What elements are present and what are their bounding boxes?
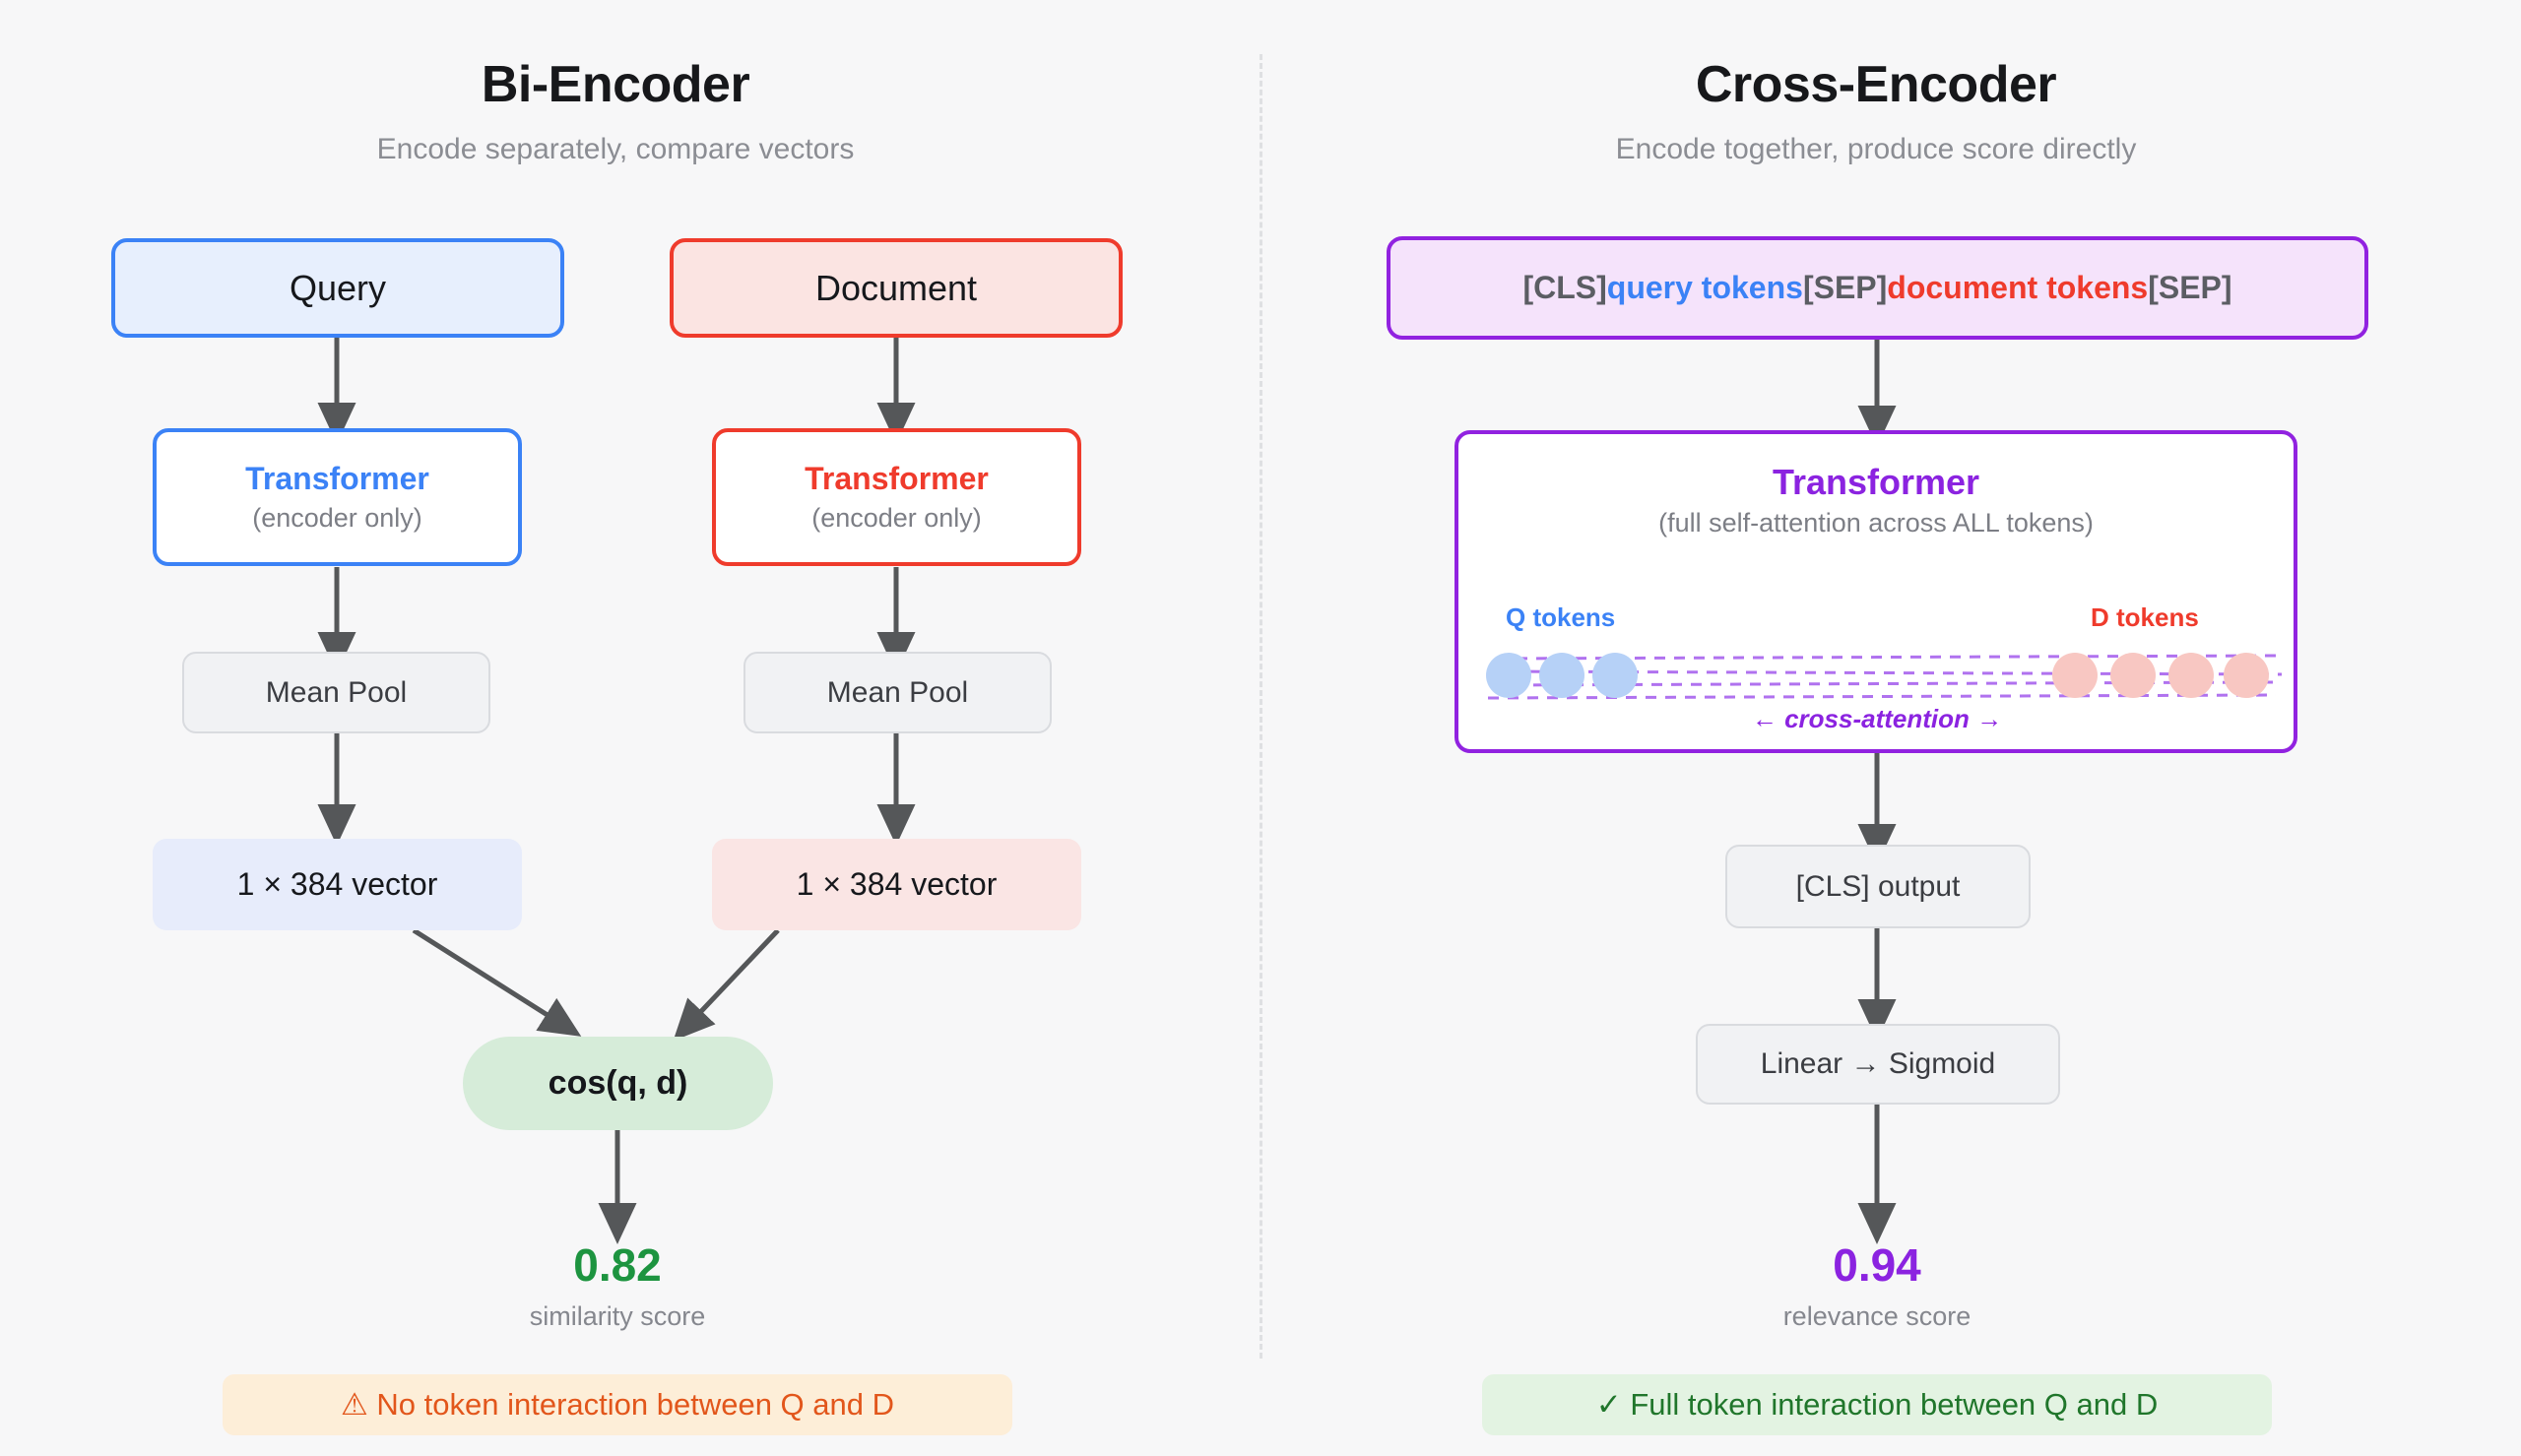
q-tokens-legend: Q tokens xyxy=(1506,602,1616,632)
document-tokens-segment: document tokens xyxy=(1887,270,2149,305)
document-mean-pool-box[interactable]: Mean Pool xyxy=(743,652,1052,733)
cross-attention-label: ← cross-attention → xyxy=(1751,704,2003,733)
q-token-dot xyxy=(1486,653,1531,698)
linear-sigmoid-box[interactable]: Linear → Sigmoid xyxy=(1696,1024,2060,1105)
document-transformer-box[interactable]: Transformer (encoder only) xyxy=(712,428,1081,566)
full-token-interaction-text: ✓ Full token interaction between Q and D xyxy=(1595,1387,2159,1422)
similarity-score-label: similarity score xyxy=(529,1301,706,1331)
cls-output-box[interactable]: [CLS] output xyxy=(1725,845,2031,928)
left-panel-title: Bi-Encoder xyxy=(481,56,750,113)
no-token-interaction-banner: ⚠ No token interaction between Q and D xyxy=(223,1374,1012,1435)
query-vector-box[interactable]: 1 × 384 vector xyxy=(153,839,522,930)
document-box-label: Document xyxy=(814,267,978,308)
q-token-dot xyxy=(1539,653,1584,698)
right-panel-subtitle: Encode together, produce score directly xyxy=(1615,133,2137,165)
query-transformer-subtitle: (encoder only) xyxy=(252,502,422,533)
d-tokens-legend: D tokens xyxy=(2091,602,2199,632)
document-vector-label: 1 × 384 vector xyxy=(796,866,998,902)
cross-transformer-subtitle: (full self-attention across ALL tokens) xyxy=(1658,508,2094,538)
cosine-similarity-label: cos(q, d) xyxy=(548,1064,688,1102)
query-tokens-segment: query tokens xyxy=(1606,270,1803,305)
similarity-score-value: 0.82 xyxy=(573,1239,662,1291)
panel-divider xyxy=(1260,54,1262,1359)
linear-sigmoid-label: Linear → Sigmoid xyxy=(1760,1047,1996,1080)
document-mean-pool-label: Mean Pool xyxy=(826,675,969,709)
sep-mid-token: [SEP] xyxy=(1802,270,1888,305)
sep-end-token: [SEP] xyxy=(2148,270,2232,305)
token-sequence-text: [CLS]query tokens[SEP]document tokens[SE… xyxy=(1522,270,2231,306)
q-token-dot xyxy=(1592,653,1638,698)
cls-output-label: [CLS] output xyxy=(1795,869,1961,903)
query-box[interactable]: Query xyxy=(111,238,564,338)
d-token-dot xyxy=(2168,653,2214,698)
no-token-interaction-text: ⚠ No token interaction between Q and D xyxy=(341,1387,894,1422)
cross-transformer-title: Transformer xyxy=(1772,462,1980,502)
relevance-score-label: relevance score xyxy=(1782,1301,1972,1331)
query-box-label: Query xyxy=(289,267,387,308)
relevance-score-value: 0.94 xyxy=(1833,1239,1921,1291)
cls-open-token: [CLS] xyxy=(1522,270,1607,305)
document-vector-box[interactable]: 1 × 384 vector xyxy=(712,839,1081,930)
d-token-dot xyxy=(2110,653,2156,698)
d-token-dot xyxy=(2224,653,2269,698)
query-mean-pool-label: Mean Pool xyxy=(265,675,408,709)
full-token-interaction-banner: ✓ Full token interaction between Q and D xyxy=(1482,1374,2272,1435)
query-transformer-box[interactable]: Transformer (encoder only) xyxy=(153,428,522,566)
right-panel-title: Cross-Encoder xyxy=(1695,56,2057,113)
cosine-similarity-pill[interactable]: cos(q, d) xyxy=(463,1037,773,1130)
cross-encoder-transformer-box[interactable]: Transformer (full self-attention across … xyxy=(1454,430,2297,753)
document-transformer-title: Transformer xyxy=(805,461,989,497)
query-vector-label: 1 × 384 vector xyxy=(236,866,438,902)
query-transformer-title: Transformer xyxy=(245,461,429,497)
left-panel-subtitle: Encode separately, compare vectors xyxy=(376,133,855,165)
document-transformer-subtitle: (encoder only) xyxy=(811,502,982,533)
token-sequence-box[interactable]: [CLS]query tokens[SEP]document tokens[SE… xyxy=(1387,236,2368,340)
document-box[interactable]: Document xyxy=(670,238,1123,338)
d-token-dot xyxy=(2052,653,2098,698)
query-mean-pool-box[interactable]: Mean Pool xyxy=(182,652,490,733)
